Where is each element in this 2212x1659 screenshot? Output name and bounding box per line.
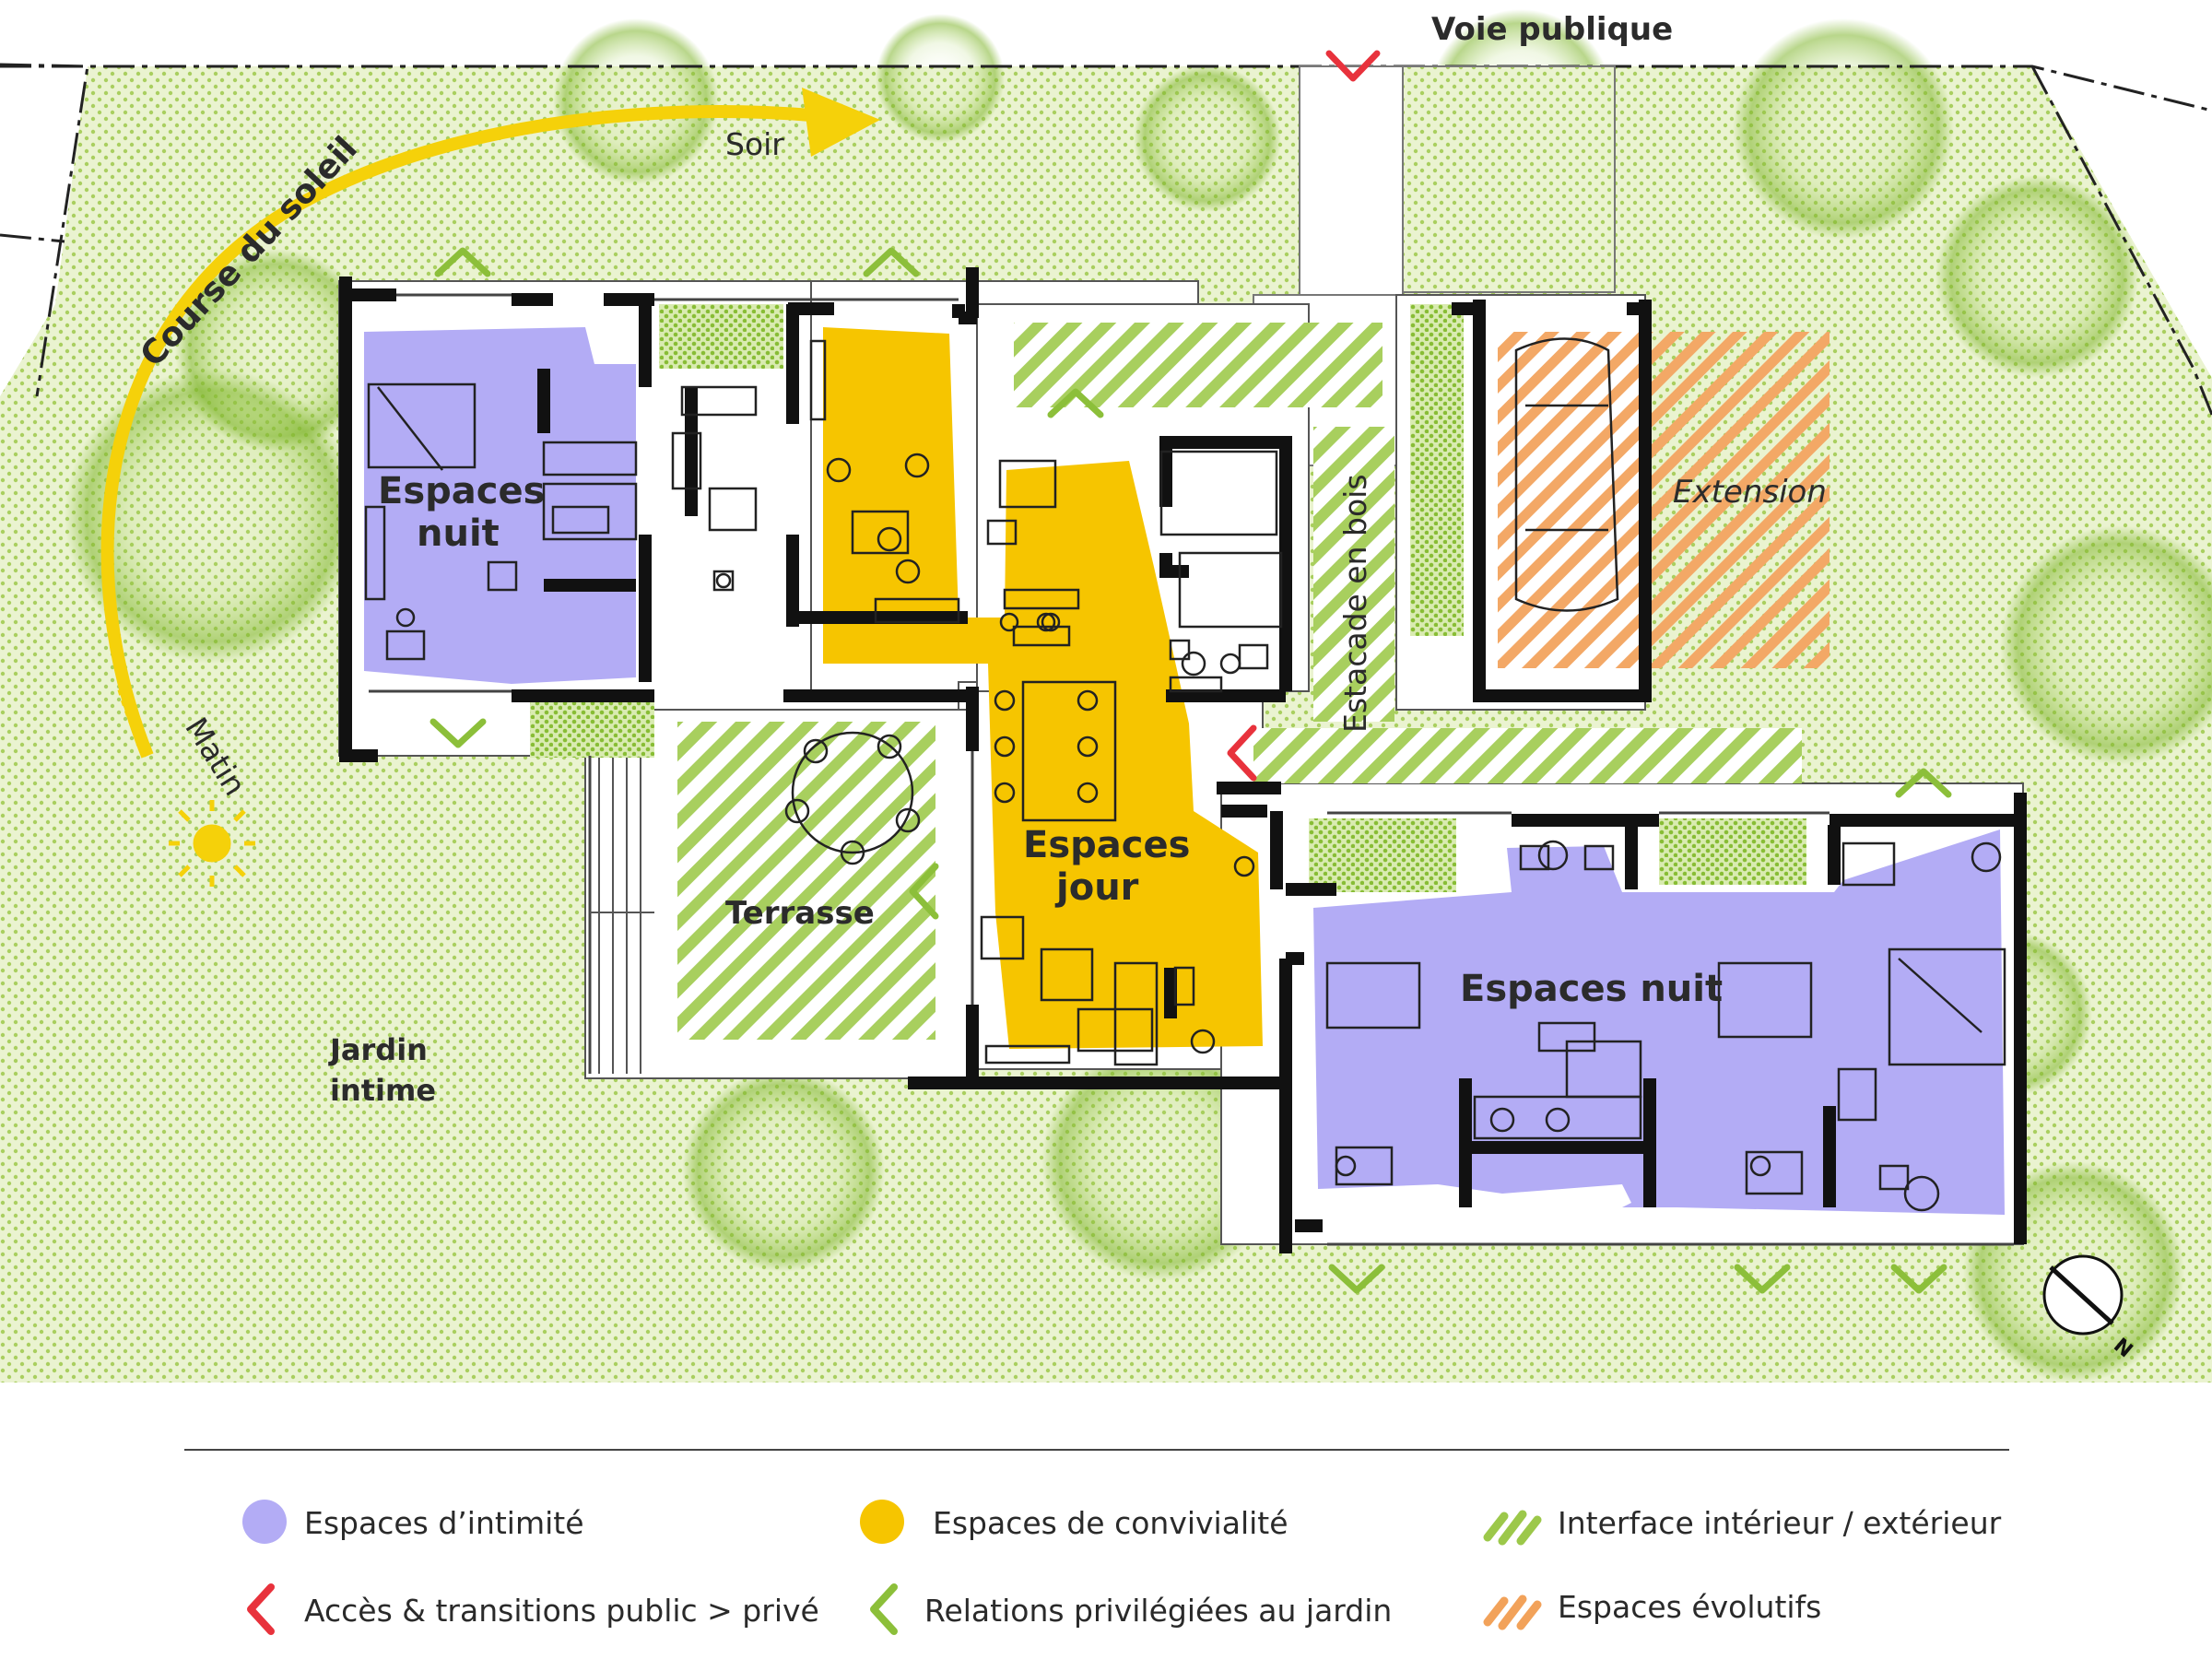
garden-label-line2: intime	[330, 1073, 436, 1108]
red-chevron-down-icon	[1325, 50, 1381, 82]
green-chevron-down-icon	[1734, 1264, 1791, 1294]
legend: Espaces d’intimité Espaces de conviviali…	[242, 1500, 2002, 1635]
legend-item-evolutive: Espaces évolutifs	[1483, 1589, 1821, 1630]
legend-item-access: Accès & transitions public > privé	[247, 1583, 819, 1635]
night-right-label: Espaces nuit	[1460, 968, 1723, 1010]
legend-label: Interface intérieur / extérieur	[1558, 1505, 2002, 1541]
legend-item-intimacy: Espaces d’intimité	[242, 1500, 584, 1544]
red-chevron-left-icon	[1227, 724, 1257, 782]
green-chevron-up-icon	[1895, 768, 1952, 798]
day-label-line2: jour	[1054, 866, 1139, 909]
deck-label: Estacade en bois	[1337, 474, 1373, 733]
sun-icon	[169, 800, 255, 887]
legend-label: Accès & transitions public > privé	[304, 1593, 819, 1629]
green-chevron-up-icon	[1047, 388, 1104, 418]
windows	[369, 293, 2014, 1246]
conviviality-zones	[823, 327, 1263, 1049]
legend-label: Espaces évolutifs	[1558, 1589, 1821, 1625]
night-left-label-line2: nuit	[417, 512, 500, 555]
legend-label: Espaces d’intimité	[304, 1505, 584, 1541]
walls	[339, 267, 2027, 1253]
extension-zone	[1498, 332, 1830, 668]
orange-hatch-icon	[1483, 1594, 1542, 1630]
green-chevron-up-icon	[434, 247, 491, 277]
green-chevron-left-icon	[870, 1583, 898, 1635]
planters	[530, 304, 1806, 892]
yellow-dot-icon	[860, 1500, 904, 1544]
legend-item-interface: Interface intérieur / extérieur	[1483, 1505, 2002, 1546]
red-chevron-left-icon	[247, 1583, 275, 1635]
green-chevron-down-icon	[1890, 1264, 1947, 1294]
sun-path	[100, 88, 880, 887]
legend-item-conviviality: Espaces de convivialité	[860, 1500, 1288, 1544]
legend-label: Espaces de convivialité	[933, 1505, 1288, 1541]
green-chevron-left-icon	[909, 863, 939, 920]
garden-relation-chevrons	[429, 247, 1952, 1294]
green-chevron-down-icon	[1328, 1264, 1385, 1294]
extension-label: Extension	[1673, 474, 1827, 511]
furniture	[364, 337, 2006, 1212]
legend-label: Relations privilégiées au jardin	[924, 1593, 1392, 1629]
garden-label-line1: Jardin	[328, 1032, 428, 1067]
interface-zones	[677, 323, 1802, 1040]
access-chevrons	[1227, 50, 1381, 782]
green-hatch-icon	[1483, 1510, 1542, 1546]
terrace-steps	[590, 758, 654, 1074]
north-compass: N	[2042, 1254, 2136, 1362]
day-label-line1: Espaces	[1023, 824, 1190, 866]
night-left-label-line1: Espaces	[378, 470, 545, 512]
legend-item-garden-relation: Relations privilégiées au jardin	[870, 1583, 1392, 1635]
green-chevron-up-icon	[863, 247, 920, 277]
street-label: Voie publique	[1431, 11, 1673, 48]
sun-arrow-head	[802, 88, 880, 157]
terrace-label: Terrasse	[725, 895, 875, 932]
purple-dot-icon	[242, 1500, 287, 1544]
evening-label: Soir	[725, 126, 784, 162]
green-chevron-down-icon	[429, 718, 487, 748]
